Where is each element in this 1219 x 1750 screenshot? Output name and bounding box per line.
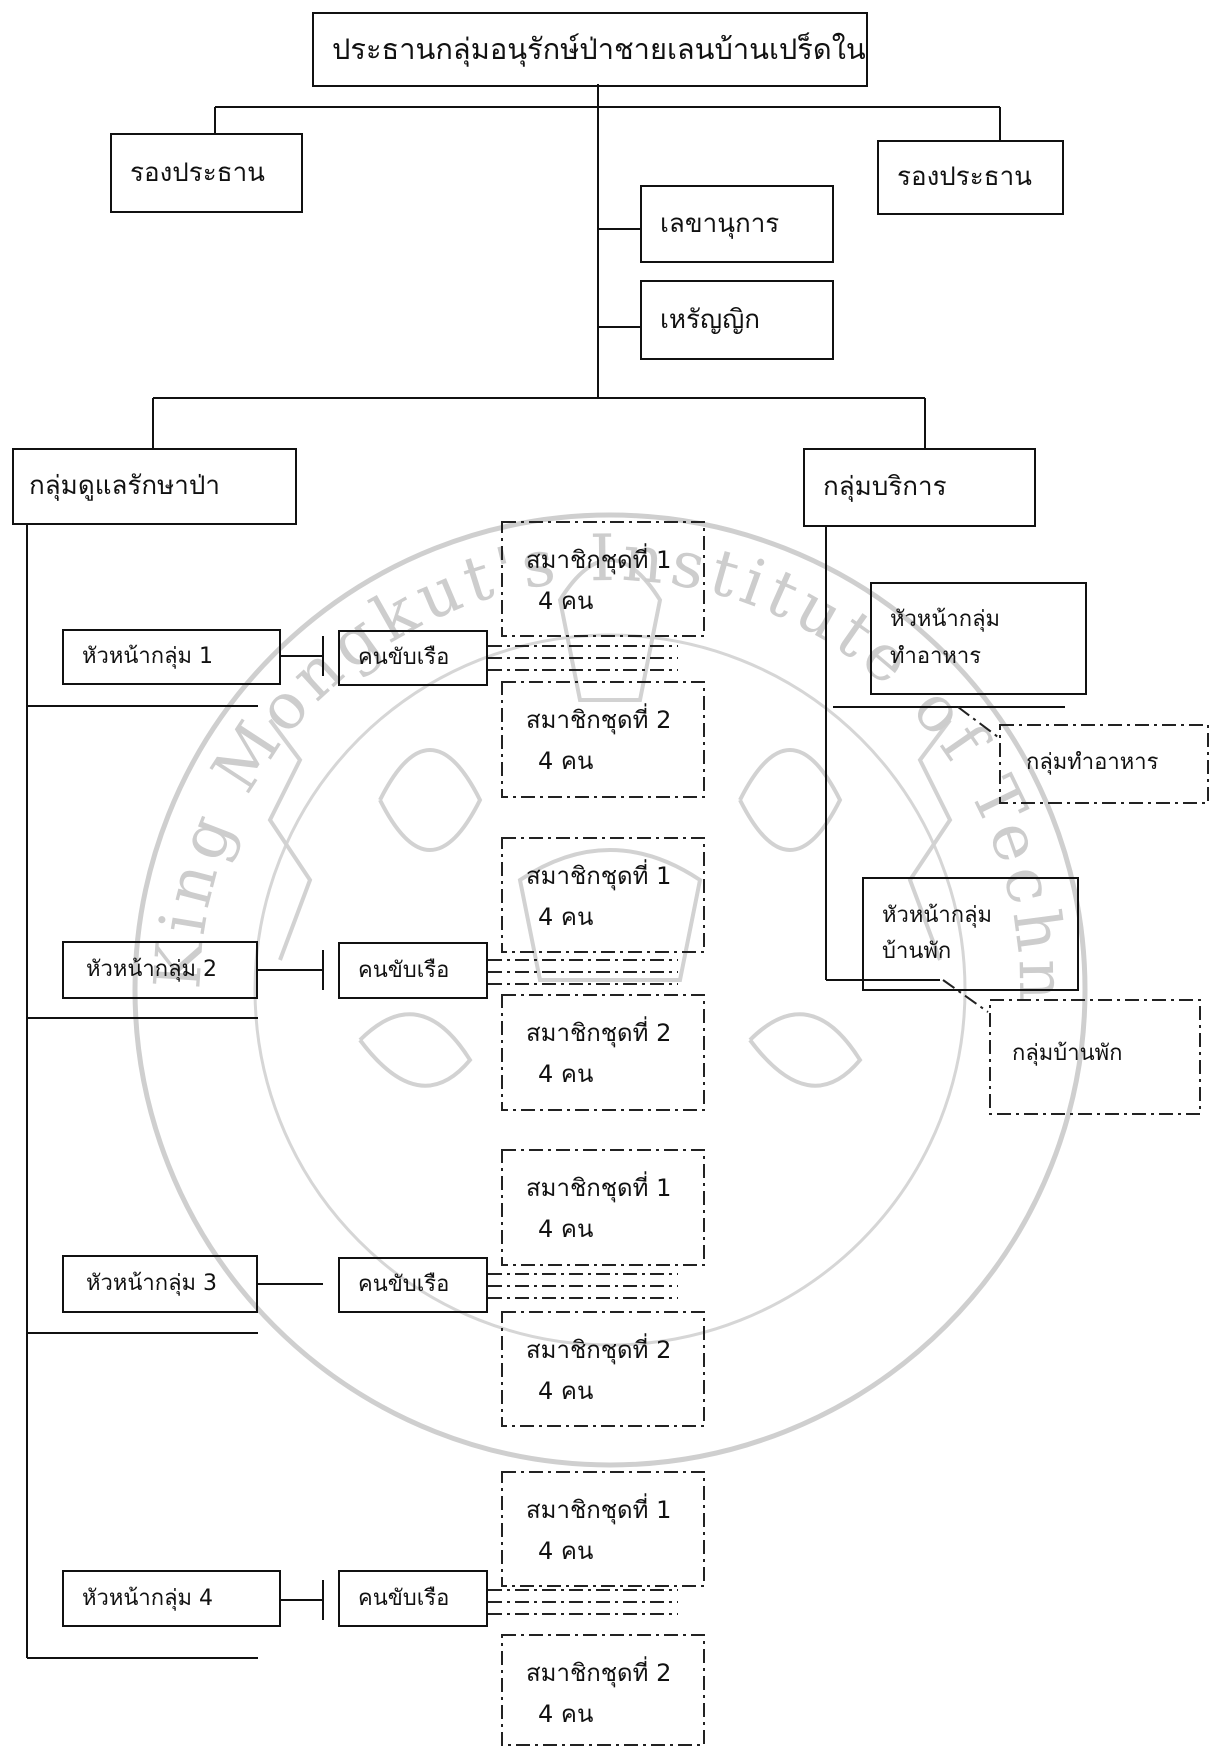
member-set-2-group-1: สมาชิกชุดที่ 2 4 คน — [508, 686, 704, 796]
lodging-group-label: กลุ่มบ้านพัก — [1012, 1041, 1123, 1066]
treasurer-label: เหรัญญิก — [660, 304, 761, 335]
food-head-line1: หัวหน้ากลุ่ม — [890, 607, 1001, 633]
vice-chairman-right-box: รองประธาน — [877, 140, 1064, 215]
secretary-box: เลขานุการ — [640, 185, 834, 263]
member-count: 4 คน — [538, 1699, 594, 1728]
member-set-label: สมาชิกชุดที่ 1 — [526, 546, 672, 574]
boat-driver-box-2: คนขับเรือ — [338, 942, 488, 999]
lodging-group-box: กลุ่มบ้านพัก — [990, 1015, 1200, 1105]
member-set-label: สมาชิกชุดที่ 1 — [526, 862, 672, 890]
member-set-1-group-1: สมาชิกชุดที่ 1 4 คน — [508, 526, 704, 636]
leader-label-1: หัวหน้ากลุ่ม 1 — [82, 644, 214, 670]
member-set-1-group-4: สมาชิกชุดที่ 1 4 คน — [508, 1476, 704, 1586]
member-count: 4 คน — [538, 746, 594, 775]
boat-driver-label-1: คนขับเรือ — [358, 645, 450, 671]
forest-group-label: กลุ่มดูแลรักษาป่า — [29, 471, 220, 502]
member-set-2-group-4: สมาชิกชุดที่ 2 4 คน — [508, 1639, 704, 1745]
boat-driver-label-4: คนขับเรือ — [358, 1585, 450, 1611]
member-count: 4 คน — [538, 586, 594, 615]
treasurer-box: เหรัญญิก — [640, 280, 834, 360]
food-group-label: กลุ่มทำอาหาร — [1026, 750, 1159, 775]
forest-group-box: กลุ่มดูแลรักษาป่า — [12, 448, 297, 525]
boat-driver-label-3: คนขับเรือ — [358, 1272, 450, 1298]
food-group-box: กลุ่มทำอาหาร — [1000, 738, 1208, 798]
member-set-label: สมาชิกชุดที่ 2 — [526, 706, 672, 734]
lodging-head-box: หัวหน้ากลุ่ม บ้านพัก — [862, 877, 1079, 991]
vice-chairman-left-label: รองประธาน — [130, 157, 265, 188]
lodging-head-line2: บ้านพัก — [882, 939, 952, 964]
member-count: 4 คน — [538, 1536, 594, 1565]
secretary-label: เลขานุการ — [660, 208, 780, 239]
food-head-box: หัวหน้ากลุ่ม ทำอาหาร — [870, 582, 1087, 695]
member-count: 4 คน — [538, 1376, 594, 1405]
boat-driver-box-4: คนขับเรือ — [338, 1570, 488, 1627]
member-set-label: สมาชิกชุดที่ 2 — [526, 1659, 672, 1687]
member-set-label: สมาชิกชุดที่ 2 — [526, 1019, 672, 1047]
lodging-head-line1: หัวหน้ากลุ่ม — [882, 902, 993, 928]
service-group-label: กลุ่มบริการ — [823, 472, 947, 503]
chairman-box: ประธานกลุ่มอนุรักษ์ป่าชายเลนบ้านเปร็ดใน — [312, 12, 868, 87]
chairman-label: ประธานกลุ่มอนุรักษ์ป่าชายเลนบ้านเปร็ดใน — [332, 32, 866, 67]
boat-driver-label-2: คนขับเรือ — [358, 957, 450, 983]
member-set-2-group-2: สมาชิกชุดที่ 2 4 คน — [508, 999, 704, 1109]
boat-driver-box-3: คนขับเรือ — [338, 1257, 488, 1313]
member-set-1-group-2: สมาชิกชุดที่ 1 4 คน — [508, 842, 704, 952]
leader-box-3: หัวหน้ากลุ่ม 3 — [62, 1255, 258, 1313]
member-count: 4 คน — [538, 1059, 594, 1088]
leader-label-2: หัวหน้ากลุ่ม 2 — [86, 957, 218, 983]
vice-chairman-right-label: รองประธาน — [897, 162, 1032, 193]
leader-box-2: หัวหน้ากลุ่ม 2 — [62, 941, 258, 999]
leader-label-3: หัวหน้ากลุ่ม 3 — [86, 1271, 218, 1297]
member-set-1-group-3: สมาชิกชุดที่ 1 4 คน — [508, 1154, 704, 1264]
member-set-label: สมาชิกชุดที่ 1 — [526, 1496, 672, 1524]
member-set-label: สมาชิกชุดที่ 1 — [526, 1174, 672, 1202]
service-group-box: กลุ่มบริการ — [803, 448, 1036, 527]
boat-driver-box-1: คนขับเรือ — [338, 630, 488, 686]
member-set-2-group-3: สมาชิกชุดที่ 2 4 คน — [508, 1316, 704, 1426]
leader-box-4: หัวหน้ากลุ่ม 4 — [62, 1570, 281, 1627]
leader-label-4: หัวหน้ากลุ่ม 4 — [82, 1585, 214, 1611]
leader-box-1: หัวหน้ากลุ่ม 1 — [62, 629, 281, 685]
vice-chairman-left-box: รองประธาน — [110, 133, 303, 213]
member-count: 4 คน — [538, 1214, 594, 1243]
food-head-line2: ทำอาหาร — [890, 643, 982, 669]
member-count: 4 คน — [538, 902, 594, 931]
member-set-label: สมาชิกชุดที่ 2 — [526, 1336, 672, 1364]
